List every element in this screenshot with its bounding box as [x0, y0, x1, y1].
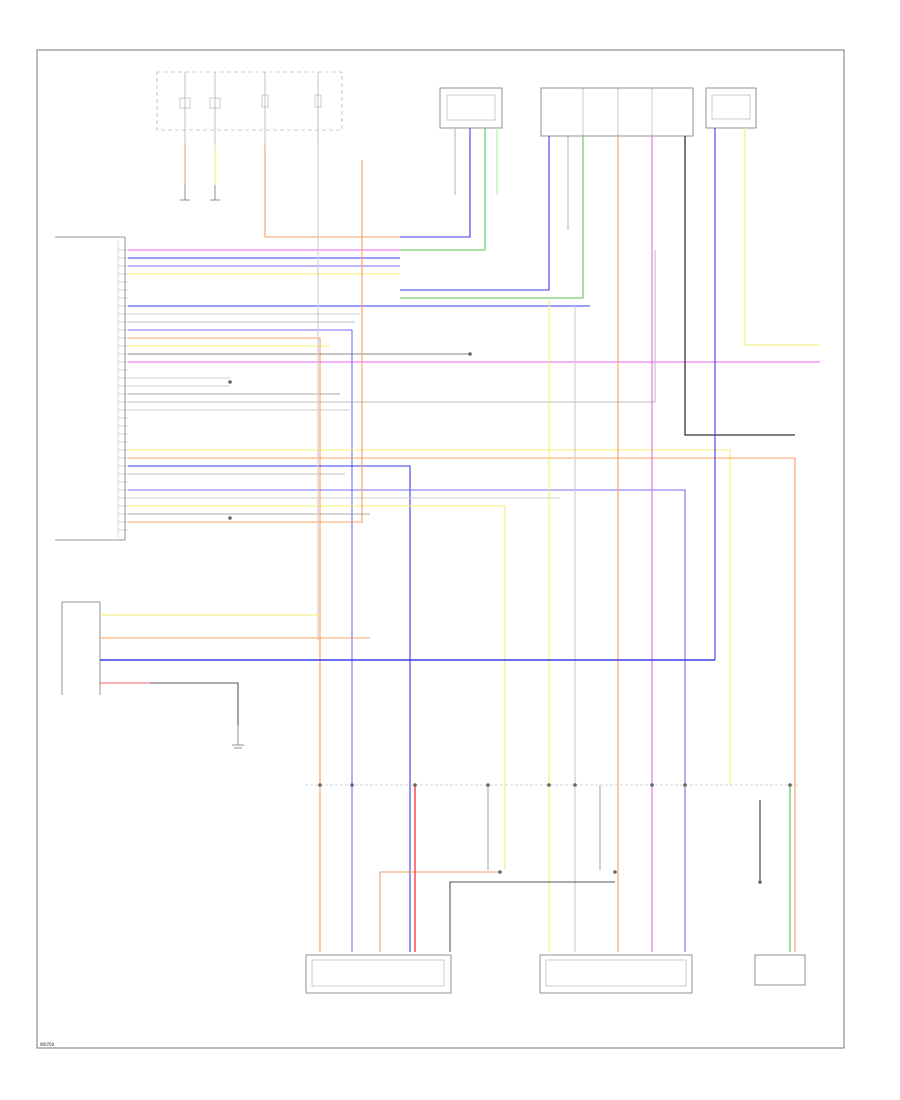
- main-control-module: [55, 236, 126, 541]
- overhead-switch-connector: [439, 87, 503, 129]
- wire-harness: [100, 128, 820, 952]
- splice-dot-icon: [228, 352, 792, 884]
- bottom-right-sensor-connector: [754, 954, 806, 986]
- bottom-left-sensor-connector: [305, 954, 452, 994]
- rear-module-connector: [540, 87, 694, 137]
- right-top-module-connector: [705, 87, 757, 129]
- diagram-footer-code: W0700: [40, 1042, 55, 1047]
- diagram-frame: [36, 49, 845, 1049]
- ground-symbol-icon: [180, 185, 220, 201]
- bottom-center-sensor-connector: [539, 954, 693, 994]
- fuse-relay-box: [156, 71, 343, 145]
- ground-symbol-icon: [232, 725, 244, 749]
- lower-left-sensor-connector: [61, 601, 101, 695]
- module-pin-ticks: [118, 249, 128, 531]
